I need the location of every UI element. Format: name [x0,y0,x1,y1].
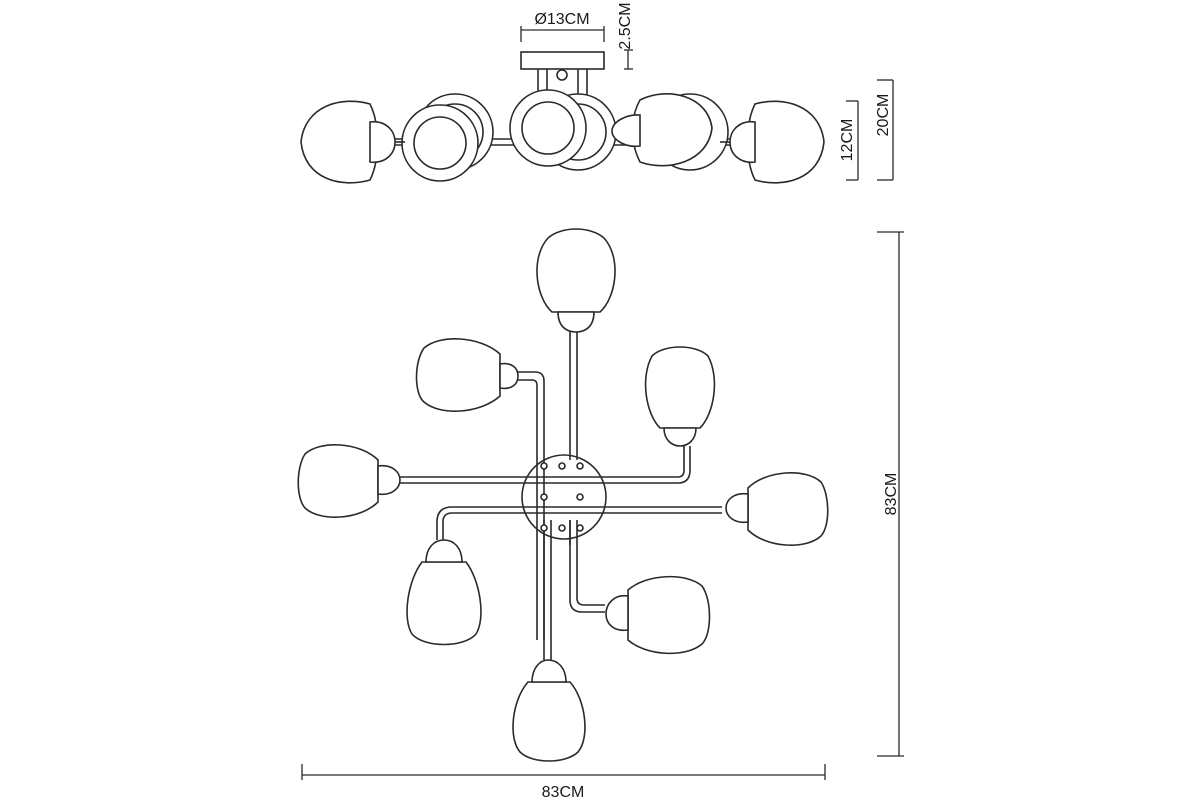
arms [400,330,722,660]
width-dimension: 83CM [301,764,826,800]
shade-upper-left [415,338,519,412]
mounting-dots [540,462,584,532]
canopy [520,51,605,70]
canopy-height-dimension: 2.5CM [617,2,634,70]
shade-left [297,444,401,518]
side-shade-front-right [611,93,713,167]
shade-lower-left [406,539,482,646]
shade-right [725,472,829,546]
side-view [300,51,825,184]
canopy-height-label: 2.5CM [617,2,634,49]
side-shade-right [720,100,825,184]
shade-bottom [512,659,586,762]
shade-top [536,228,616,333]
front-shades [401,89,587,182]
center-plate [521,454,607,540]
canopy-diameter-label: Ø13CM [534,11,589,28]
shade-lower-right [605,575,711,655]
total-height-dimension: 20CM [875,79,894,181]
shade-height-dimension: 12CM [839,100,859,181]
side-shade-left [300,100,405,184]
shade-upper-right [644,346,716,447]
canopy-diameter-dimension: Ø13CM [520,11,605,42]
top-view [297,228,829,762]
width-label: 83CM [542,784,585,800]
shade-height-label: 12CM [839,119,856,162]
depth-label: 83CM [883,473,900,516]
depth-dimension: 83CM [877,231,904,757]
total-height-label: 20CM [875,94,892,137]
